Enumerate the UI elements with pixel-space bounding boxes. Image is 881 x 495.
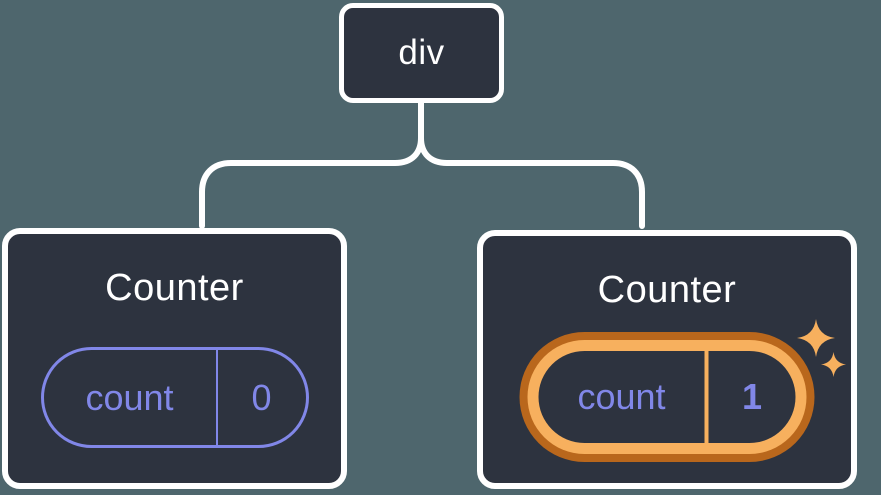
state-value-cell: 0 bbox=[251, 376, 272, 418]
state-key-cell: count bbox=[539, 351, 709, 443]
counter-title: Counter bbox=[597, 269, 737, 311]
counter-title: Counter bbox=[105, 267, 244, 309]
state-pill-left: count 0 bbox=[40, 347, 309, 448]
state-value-cell: 1 bbox=[741, 376, 763, 417]
counter-node-right: Counter count 1 bbox=[477, 230, 857, 489]
state-pill-highlight-ring: count 1 bbox=[519, 332, 815, 462]
sparkle-icon bbox=[821, 352, 846, 377]
counter-node-left: Counter count 0 bbox=[2, 228, 347, 489]
sparkle-icon bbox=[797, 319, 835, 357]
state-pill-right: count 1 bbox=[538, 351, 796, 443]
root-node-label: div bbox=[398, 33, 445, 72]
root-node-div: div bbox=[339, 3, 504, 103]
connector-right-branch bbox=[418, 135, 645, 229]
state-key-cell: count bbox=[44, 350, 218, 445]
connector-left-branch bbox=[199, 135, 424, 229]
